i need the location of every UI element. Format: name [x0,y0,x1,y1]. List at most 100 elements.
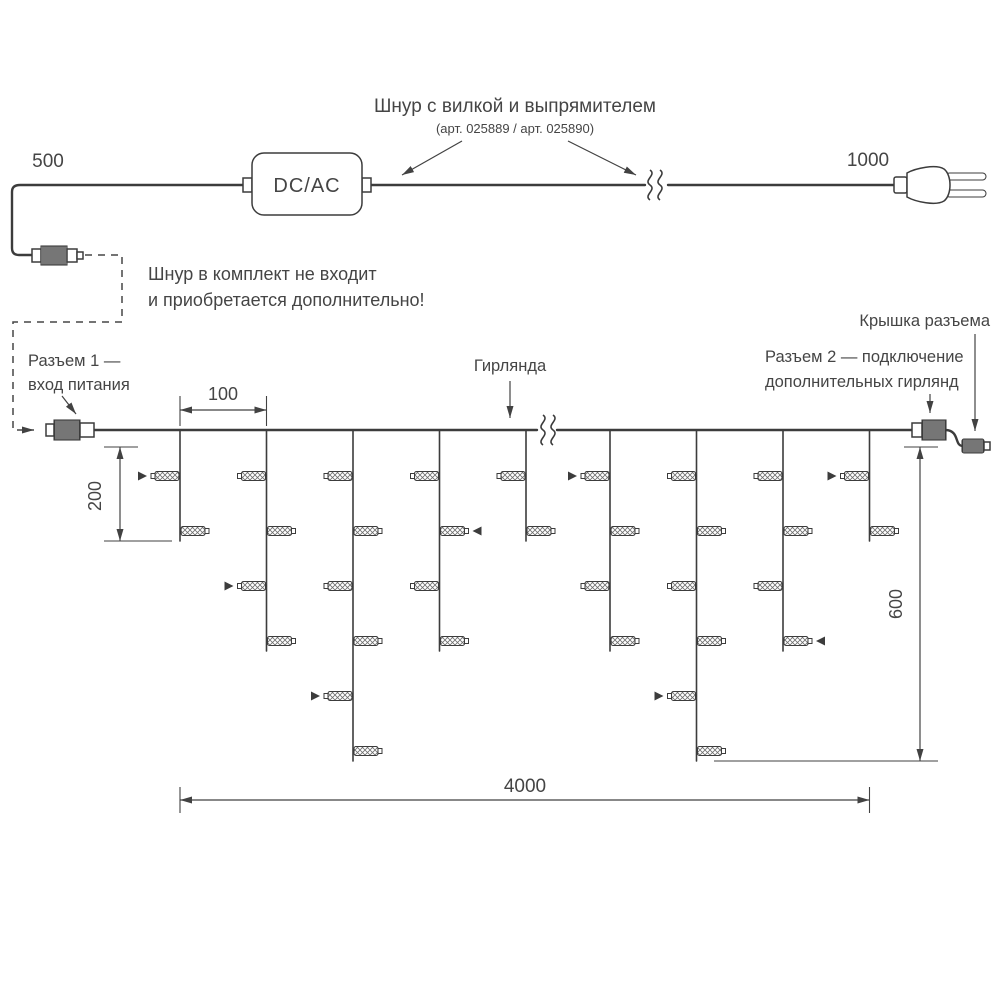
connector1-label-line2: вход питания [28,376,130,394]
lamp-tip [667,693,672,699]
lamp-tip [237,583,242,589]
lamp [696,525,723,537]
plug-ferrule [893,176,908,194]
lamp-tip [204,528,210,534]
drops-layer [138,429,899,762]
lamp-tip [634,528,640,534]
dim-4000-label: 4000 [504,776,546,797]
cord-title-leader-left [401,140,463,176]
plug-pin-top [945,172,987,181]
lamp-tip [807,638,813,644]
lamp [584,580,610,592]
lamp [610,525,636,537]
cap-label: Крышка разъема [859,312,990,330]
lamp-tip [150,473,156,479]
lamp-tip [721,528,726,534]
lamp [240,580,267,592]
lamp-tip [410,473,415,479]
lamp-tip [580,473,586,479]
converter-nub-right [361,177,372,193]
lamp [526,525,552,537]
plug-body [906,166,951,204]
cord-connector-tip [76,251,84,260]
lamp-tip [237,473,242,479]
lamp [439,635,466,647]
lamp [757,470,783,482]
lamp [413,580,440,592]
dashed-connection-route [12,254,123,434]
lamp [353,635,379,647]
plug-pin-bottom [945,189,987,198]
lamp [869,525,896,537]
dimension-200: 200 [85,446,172,542]
lamp [353,745,379,757]
connector1-thread [53,419,81,441]
dim-1000-label: 1000 [847,150,889,171]
lamp-tip [667,473,672,479]
dcac-converter: DC/AC [242,152,372,216]
cord-break-icon [647,169,663,201]
garland-label: Гирлянда [474,357,547,375]
connector1-leader [61,395,77,415]
cord-title-leader-right [567,140,637,176]
lamp-tip [634,638,640,644]
connector2-icon [911,419,991,454]
connector1-icon [45,419,95,441]
lamp-tip [550,528,556,534]
lamp-tip [496,473,502,479]
connector2-body [911,422,923,438]
lamp-tip [291,638,296,644]
cord-connector-base [31,248,42,263]
lamp [266,525,293,537]
lamp-tip [410,583,415,589]
lamp-tip [323,583,329,589]
connector1-body [79,422,95,438]
flash-arrow-icon [568,471,577,481]
lamp [500,470,526,482]
cap-icon [961,438,985,454]
connector1-label-line1: Разъем 1 — [28,352,121,370]
lamp [584,470,610,482]
lamp [266,635,293,647]
lamp-tip [377,748,383,754]
lamp [843,470,870,482]
lamp-tip [721,748,726,754]
note-line2: и приобретается дополнительно! [148,290,425,310]
flash-arrow-icon [138,471,147,481]
cord-wire-left [10,183,246,257]
connector2-label-line1: Разъем 2 — подключение [765,348,964,366]
mains-plug-icon [893,166,987,204]
flash-arrow-icon [224,581,234,591]
lamp-tip [291,528,296,534]
connector2-label-line2: дополнительных гирлянд [765,373,959,391]
lamp [670,470,697,482]
lamp [670,580,697,592]
dim-200-label: 200 [85,481,105,511]
garland-break-icon [540,414,556,446]
connector1-tip [45,423,55,437]
lamp-tip [464,528,469,534]
flash-arrow-icon [816,636,825,646]
lamp [757,580,783,592]
converter-nub-left [242,177,253,193]
lamp-tip [323,473,329,479]
dim-100-label: 100 [208,384,238,404]
cord-subtitle-label: (арт. 025889 / арт. 025890) [436,121,594,136]
lamp [783,635,809,647]
cord-title-label: Шнур с вилкой и выпрямителем [374,96,656,117]
lamp [413,470,440,482]
lamp [240,470,267,482]
lamp [439,525,466,537]
dim-600-label: 600 [886,589,906,619]
dimension-600: 600 [714,446,938,762]
cord-connector-thread [40,245,68,266]
power-cord-section: Шнур с вилкой и выпрямителем (арт. 02588… [10,96,987,434]
note-line1: Шнур в комплект не входит [148,264,377,284]
lamp [327,690,353,702]
lamp [327,580,353,592]
lamp-tip [377,638,383,644]
garland-section: Разъем 1 — вход питания Гирлянда Разъем … [28,312,991,813]
lamp [327,470,353,482]
lamp-tip [721,638,726,644]
